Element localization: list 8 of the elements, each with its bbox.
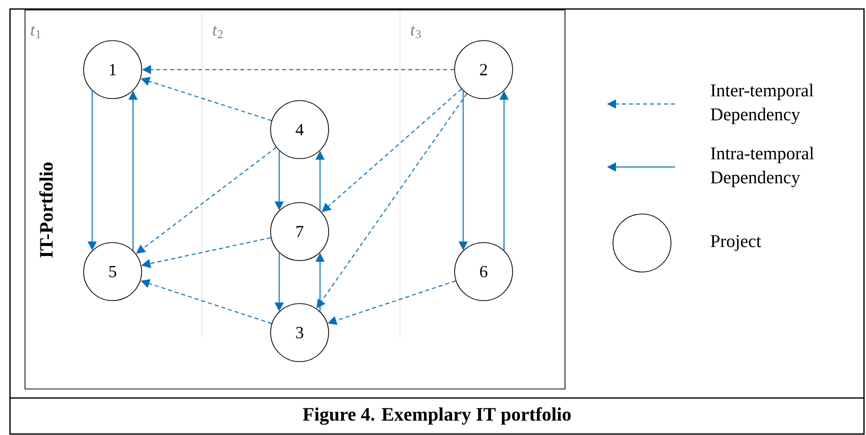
time-label: t$_{2}$ bbox=[212, 26, 223, 38]
caption: Figure 4. Exemplary IT portfolio bbox=[302, 407, 571, 425]
legend-text: Inter-temporal Dependency bbox=[710, 84, 814, 124]
arrow bbox=[136, 146, 277, 254]
time-label: t$_{1}$ bbox=[30, 26, 41, 38]
legend-text: Intra-temporal Dependency bbox=[710, 146, 814, 188]
time-label: t$_{3}$ bbox=[410, 26, 421, 38]
legend-text: Project bbox=[710, 235, 762, 251]
